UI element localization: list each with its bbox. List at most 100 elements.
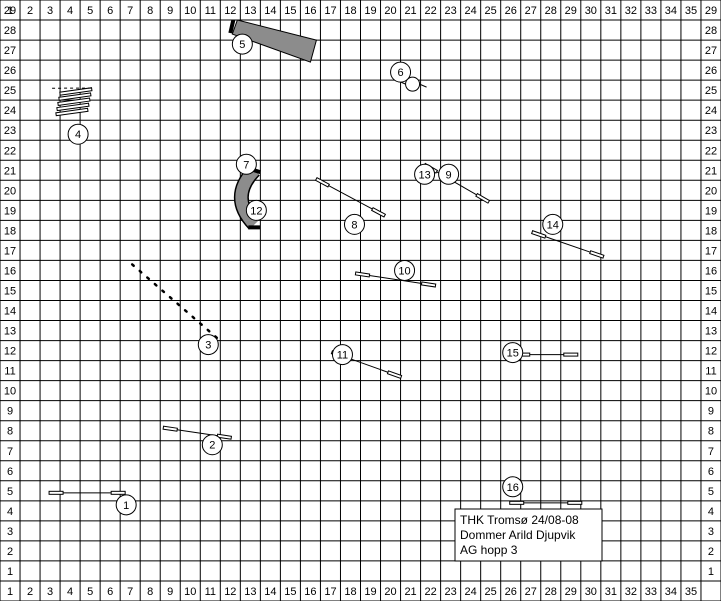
row-label-right: 10 (705, 386, 717, 398)
number-circle (542, 213, 564, 235)
column-labels: 1122334455667788991010111112121313141415… (7, 5, 697, 598)
col-label-bottom: 9 (167, 586, 173, 598)
col-label-top: 30 (585, 5, 597, 17)
number-circle (67, 123, 89, 145)
tunnel-entry (228, 19, 236, 34)
obstacle-number: 3 (197, 334, 219, 356)
row-label-right: 9 (708, 406, 714, 418)
row-label-left: 23 (4, 125, 16, 137)
col-label-bottom: 17 (324, 586, 336, 598)
row-label-right: 13 (705, 326, 717, 338)
col-label-bottom: 35 (685, 586, 697, 598)
jump-bar (509, 500, 583, 505)
tyre-arm (419, 83, 427, 88)
number-label: 4 (75, 129, 81, 141)
row-label-right: 6 (708, 466, 714, 478)
row-label-right: 7 (708, 446, 714, 458)
row-label-left: 25 (4, 85, 16, 97)
ladder-rung (58, 92, 92, 101)
row-label-left: 15 (4, 285, 16, 297)
row-label-left: 18 (4, 225, 16, 237)
col-label-top: 3 (47, 5, 53, 17)
col-label-bottom: 30 (585, 586, 597, 598)
row-label-left: 17 (4, 245, 16, 257)
col-label-bottom: 10 (184, 586, 196, 598)
obstacle-number: 4 (67, 123, 89, 145)
row-label-right: 18 (705, 225, 717, 237)
row-label-left: 2 (7, 546, 13, 558)
row-label-right: 17 (705, 245, 717, 257)
col-label-top: 35 (685, 5, 697, 17)
jump-wing (354, 271, 371, 278)
number-label: 14 (547, 219, 559, 231)
col-label-bottom: 23 (445, 586, 457, 598)
ladder-rung (55, 107, 89, 117)
row-label-left: 22 (4, 145, 16, 157)
row-label-left: 19 (4, 205, 16, 217)
jump-wing (370, 207, 387, 218)
obstacle-number: 9 (438, 163, 460, 185)
row-label-left: 3 (7, 526, 13, 538)
info-line-2: Dommer Arild Djupvik (460, 528, 576, 542)
number-label: 3 (205, 340, 211, 352)
row-label-left: 7 (7, 446, 13, 458)
col-label-bottom: 21 (404, 586, 416, 598)
col-label-bottom: 29 (565, 586, 577, 598)
number-label: 9 (446, 169, 452, 181)
col-label-bottom: 13 (244, 586, 256, 598)
col-label-bottom: 27 (525, 586, 537, 598)
number-circle (197, 334, 219, 356)
col-label-top: 5 (87, 5, 93, 17)
row-label-right: 25 (705, 85, 717, 97)
col-label-bottom: 11 (205, 586, 216, 598)
number-label: 15 (507, 348, 519, 360)
jump-bar-line (538, 233, 597, 255)
col-label-top: 25 (485, 5, 497, 17)
row-label-left: 26 (4, 65, 16, 77)
col-label-top: 7 (127, 5, 133, 17)
col-label-bottom: 25 (485, 586, 497, 598)
number-label: 11 (337, 350, 348, 362)
obstacle-number: 16 (502, 476, 524, 498)
jump-wing (563, 352, 579, 357)
jump-wing (475, 192, 491, 204)
col-label-bottom: 20 (384, 586, 396, 598)
col-label-bottom: 14 (264, 586, 276, 598)
row-label-right: 4 (708, 506, 714, 518)
number-circle (235, 153, 257, 175)
row-label-right: 15 (705, 285, 717, 297)
number-label: 2 (209, 440, 215, 452)
obstacle-number: 6 (390, 61, 412, 83)
col-label-top: 27 (525, 5, 537, 17)
col-label-top: 14 (264, 5, 276, 17)
col-label-bottom: 4 (67, 586, 73, 598)
tunnel (228, 19, 318, 63)
ladder-rung (59, 87, 93, 96)
ladder-rung (57, 97, 91, 107)
col-label-bottom: 34 (665, 586, 677, 598)
col-label-bottom: 16 (304, 586, 316, 598)
row-label-right: 24 (705, 105, 717, 117)
info-box: THK Tromsø 24/08-08 Dommer Arild Djupvik… (454, 508, 603, 562)
number-circle (394, 259, 416, 281)
col-label-top: 16 (304, 5, 316, 17)
number-label: 5 (239, 39, 245, 51)
jump-wing (567, 500, 583, 505)
col-label-bottom: 1 (7, 586, 13, 598)
obstacle-number: 13 (414, 163, 436, 185)
col-label-bottom: 22 (424, 586, 436, 598)
col-label-top: 34 (665, 5, 677, 17)
col-label-top: 15 (284, 5, 296, 17)
row-label-left: 4 (7, 506, 13, 518)
curved-tunnel-body (235, 166, 259, 229)
number-circle (390, 61, 412, 83)
obstacle-number: 10 (394, 259, 416, 281)
row-label-right: 29 (705, 5, 717, 17)
col-label-bottom: 3 (47, 586, 53, 598)
row-label-right: 12 (705, 346, 717, 358)
number-circle (343, 213, 365, 235)
number-label: 6 (397, 67, 403, 79)
col-label-top: 26 (505, 5, 517, 17)
row-label-left: 9 (7, 406, 13, 418)
col-label-top: 19 (364, 5, 376, 17)
